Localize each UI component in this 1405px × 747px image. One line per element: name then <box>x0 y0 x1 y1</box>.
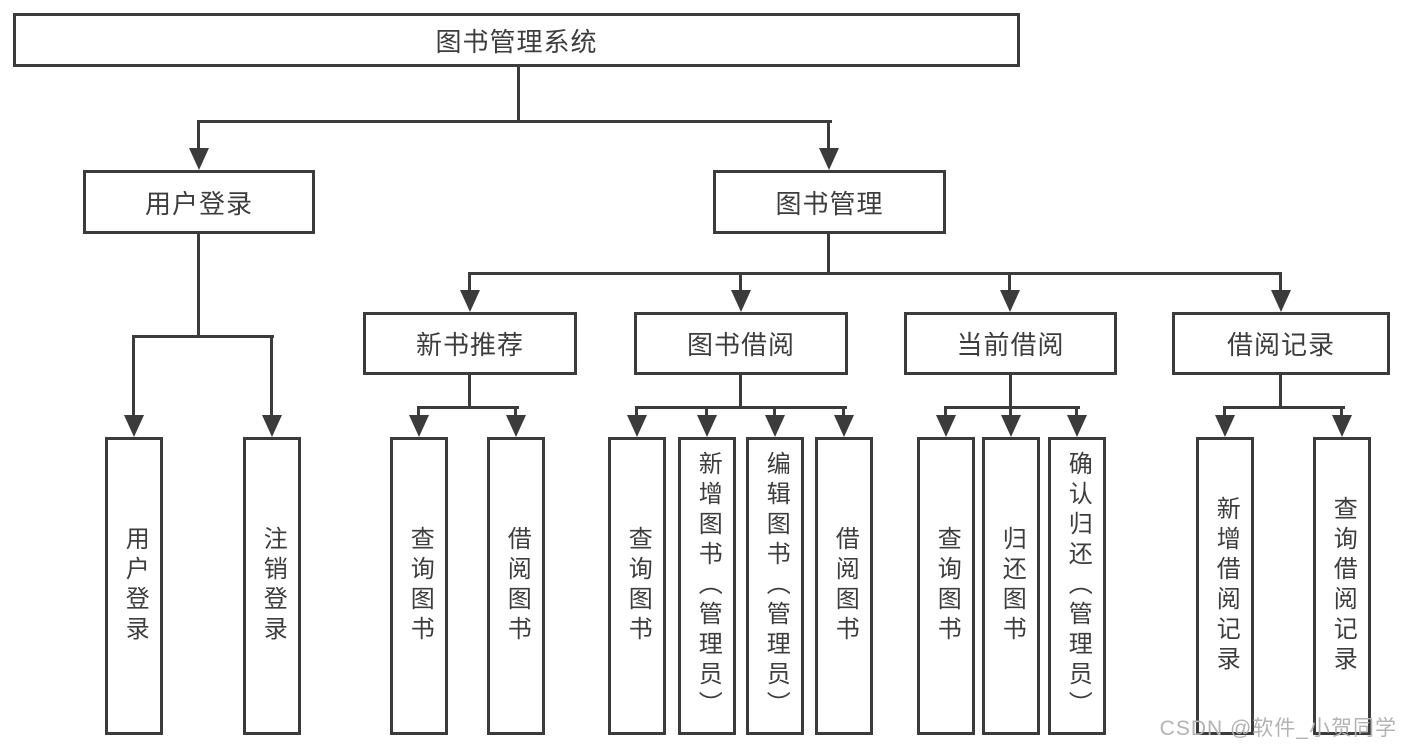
connector-drop-leaf-query-3 <box>944 406 947 417</box>
connector-branch-current-borrowing <box>944 406 1080 409</box>
leaf-label: 用户登录 <box>121 526 149 646</box>
connector-branch-book-management <box>468 272 1282 275</box>
node-label: 新书推荐 <box>415 330 524 360</box>
connector-drop-leaf-borrow-2 <box>842 406 845 417</box>
arrowhead-leaf-logout <box>262 415 282 437</box>
arrowhead-leaf-borrow-2 <box>834 415 854 437</box>
connector-drop-leaf-add-record <box>1223 406 1226 417</box>
leaf-label: 确认归还（管理员） <box>1064 451 1092 721</box>
node-label: 图书管理系统 <box>435 26 598 57</box>
leaf-add-borrow-record: 新增借阅记录 <box>1196 437 1254 735</box>
arrowhead-leaf-query-record <box>1332 415 1352 437</box>
connector-book-management-stub <box>827 232 830 275</box>
leaf-label: 新增借阅记录 <box>1212 496 1240 676</box>
connector-branch-level1 <box>197 120 832 123</box>
arrowhead-leaf-add-record <box>1215 415 1235 437</box>
leaf-confirm-return-admin: 确认归还（管理员） <box>1048 437 1106 735</box>
connector-drop-records <box>1279 272 1282 292</box>
connector-drop-leaf-query-1 <box>417 406 420 417</box>
connector-drop-leaf-query-2 <box>635 406 638 417</box>
connector-drop-leaf-logout <box>270 335 273 417</box>
connector-user-login-stub <box>197 232 200 338</box>
leaf-query-borrow-record: 查询借阅记录 <box>1313 437 1371 735</box>
connector-new-book-stub <box>468 374 471 409</box>
leaf-query-books-recommend: 查询图书 <box>390 437 448 735</box>
node-book-borrowing: 图书借阅 <box>634 312 848 375</box>
connector-drop-leaf-user-login <box>132 335 135 417</box>
leaf-label: 查询借阅记录 <box>1329 496 1357 676</box>
connector-drop-leaf-return <box>1009 406 1012 417</box>
connector-branch-user-login <box>132 335 274 338</box>
arrowhead-leaf-query-1 <box>409 415 429 437</box>
arrowhead-book-borrowing <box>731 290 751 312</box>
connector-drop-current-borrowing <box>1008 272 1011 292</box>
arrowhead-leaf-add-book <box>697 415 717 437</box>
node-label: 当前借阅 <box>956 330 1065 360</box>
leaf-label: 借阅图书 <box>503 526 531 646</box>
arrowhead-new-book <box>460 290 480 312</box>
arrowhead-leaf-borrow-1 <box>506 415 526 437</box>
leaf-label: 注销登录 <box>259 526 287 646</box>
connector-current-borrowing-stub <box>1009 374 1012 409</box>
connector-drop-book-borrowing <box>739 272 742 292</box>
connector-branch-records <box>1223 406 1345 409</box>
arrowhead-leaf-return <box>1001 415 1021 437</box>
leaf-label: 查询图书 <box>933 526 961 646</box>
leaf-query-books-borrowing: 查询图书 <box>608 437 666 735</box>
leaf-user-login: 用户登录 <box>105 437 163 735</box>
connector-drop-new-book <box>468 272 471 292</box>
node-label: 用户登录 <box>144 188 253 219</box>
node-borrowing-records: 借阅记录 <box>1172 312 1390 375</box>
leaf-logout: 注销登录 <box>243 437 301 735</box>
leaf-borrow-books-borrowing: 借阅图书 <box>815 437 873 735</box>
leaf-borrow-books-recommend: 借阅图书 <box>487 437 545 735</box>
arrowhead-book-management <box>819 148 839 170</box>
leaf-return-books: 归还图书 <box>982 437 1040 735</box>
connector-drop-leaf-borrow-1 <box>514 406 517 417</box>
arrowhead-leaf-query-2 <box>627 415 647 437</box>
node-new-book-recommendation: 新书推荐 <box>363 312 577 375</box>
connector-drop-book-management <box>827 120 830 152</box>
leaf-edit-book-admin: 编辑图书（管理员） <box>746 437 804 735</box>
arrowhead-leaf-user-login <box>124 415 144 437</box>
leaf-label: 新增图书（管理员） <box>694 451 722 721</box>
node-label: 借阅记录 <box>1226 330 1335 360</box>
connector-book-borrowing-stub <box>739 374 742 409</box>
node-library-management-system: 图书管理系统 <box>13 13 1020 67</box>
arrowhead-leaf-confirm-return <box>1067 415 1087 437</box>
node-label: 图书管理 <box>775 188 884 219</box>
leaf-label: 归还图书 <box>998 526 1026 646</box>
leaf-add-book-admin: 新增图书（管理员） <box>678 437 736 735</box>
connector-branch-new-book <box>417 406 519 409</box>
node-current-borrowing: 当前借阅 <box>904 312 1117 375</box>
leaf-label: 查询图书 <box>624 526 652 646</box>
arrowhead-leaf-query-3 <box>936 415 956 437</box>
leaf-label: 查询图书 <box>406 526 434 646</box>
leaf-label: 编辑图书（管理员） <box>762 451 790 721</box>
node-label: 图书借阅 <box>686 330 795 360</box>
connector-drop-leaf-add-book <box>705 406 708 417</box>
arrowhead-leaf-edit-book <box>765 415 785 437</box>
arrowhead-records <box>1271 290 1291 312</box>
connector-drop-leaf-query-record <box>1340 406 1343 417</box>
leaf-query-books-current: 查询图书 <box>917 437 975 735</box>
node-user-login: 用户登录 <box>83 170 315 234</box>
node-book-management: 图书管理 <box>713 170 946 234</box>
connector-drop-leaf-confirm-return <box>1075 406 1078 417</box>
connector-drop-leaf-edit-book <box>773 406 776 417</box>
connector-records-stub <box>1279 374 1282 409</box>
connector-drop-user-login <box>197 120 200 152</box>
leaf-label: 借阅图书 <box>831 526 859 646</box>
connector-root-stub <box>517 66 520 122</box>
arrowhead-user-login <box>189 148 209 170</box>
connector-branch-book-borrowing <box>635 406 847 409</box>
watermark: CSDN @软件_小贺同学 <box>1159 717 1397 740</box>
arrowhead-current-borrowing <box>1000 290 1020 312</box>
